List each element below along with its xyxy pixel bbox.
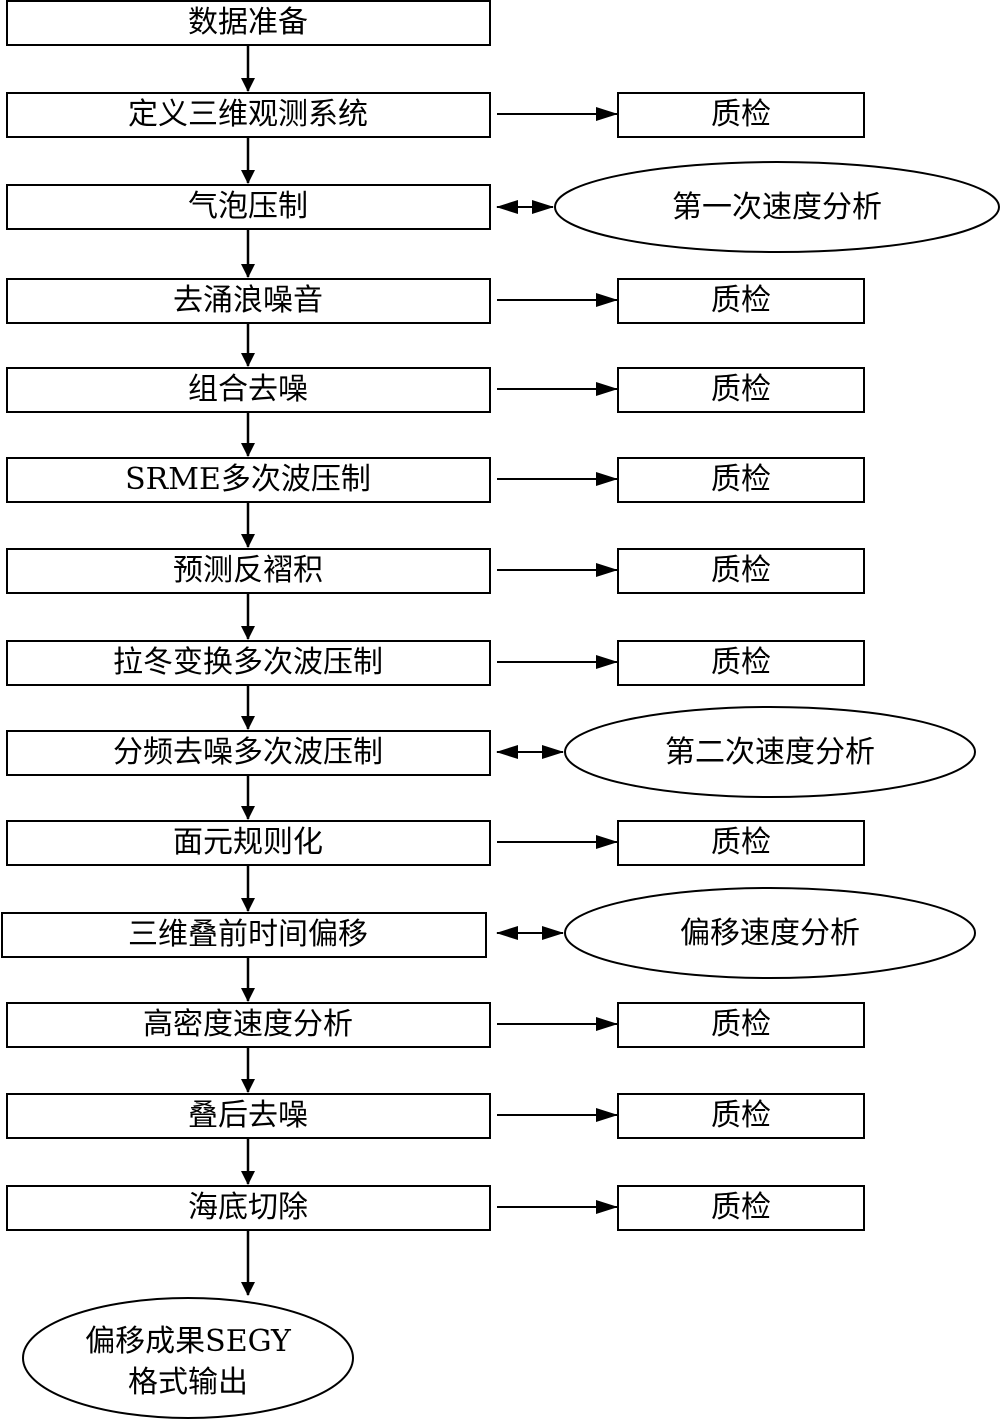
velocity-label: 偏移速度分析	[680, 916, 860, 951]
step-3: 气泡压制	[6, 184, 491, 230]
output-node: 偏移成果SEGY 格式输出	[22, 1297, 354, 1419]
qc-node: 质检	[617, 92, 865, 138]
qc-node: 质检	[617, 640, 865, 686]
qc-box	[617, 1185, 865, 1231]
step-1: 数据准备	[6, 0, 491, 46]
qc-box	[617, 1093, 865, 1139]
qc-node: 质检	[617, 820, 865, 866]
qc-box	[617, 548, 865, 594]
qc-label: 质检	[711, 1007, 771, 1042]
qc-node: 质检	[617, 367, 865, 413]
step-11: 三维叠前时间偏移	[1, 912, 487, 958]
step-box	[6, 457, 491, 503]
step-13: 叠后去噪	[6, 1093, 491, 1139]
step-8: 拉冬变换多次波压制	[6, 640, 491, 686]
step-box	[6, 820, 491, 866]
velocity-analysis-node: 偏移速度分析	[564, 887, 976, 979]
step-box	[6, 278, 491, 324]
qc-label: 质检	[711, 1098, 771, 1133]
qc-node: 质检	[617, 1093, 865, 1139]
step-label: 数据准备	[188, 5, 308, 40]
step-label: 拉冬变换多次波压制	[113, 645, 383, 680]
step-label: SRME多次波压制	[125, 462, 371, 497]
output-label-line1: 偏移成果SEGY	[85, 1324, 292, 1359]
step-box	[6, 92, 491, 138]
qc-label: 质检	[711, 645, 771, 680]
step-box	[6, 1093, 491, 1139]
qc-label: 质检	[711, 553, 771, 588]
velocity-ellipse	[564, 706, 976, 798]
step-label: 海底切除	[188, 1190, 308, 1225]
qc-box	[617, 457, 865, 503]
qc-box	[617, 640, 865, 686]
connectors	[241, 45, 618, 1296]
qc-box	[617, 367, 865, 413]
velocity-label: 第二次速度分析	[665, 735, 875, 770]
step-box	[6, 0, 491, 46]
step-box	[6, 1185, 491, 1231]
qc-box	[617, 278, 865, 324]
step-12: 高密度速度分析	[6, 1002, 491, 1048]
output-label-line2: 格式输出	[128, 1365, 248, 1400]
velocity-ellipse	[564, 887, 976, 979]
step-label: 组合去噪	[188, 372, 308, 407]
output-ellipse	[22, 1297, 354, 1419]
qc-box	[617, 820, 865, 866]
step-label: 分频去噪多次波压制	[113, 735, 383, 770]
qc-label: 质检	[711, 283, 771, 318]
step-label: 定义三维观测系统	[128, 97, 368, 132]
step-10: 面元规则化	[6, 820, 491, 866]
step-5: 组合去噪	[6, 367, 491, 413]
step-2: 定义三维观测系统	[6, 92, 491, 138]
step-9: 分频去噪多次波压制	[6, 730, 491, 776]
step-14: 海底切除	[6, 1185, 491, 1231]
velocity-ellipse	[554, 161, 1000, 253]
qc-label: 质检	[711, 97, 771, 132]
step-label: 去涌浪噪音	[173, 283, 323, 318]
qc-node: 质检	[617, 457, 865, 503]
qc-label: 质检	[711, 462, 771, 497]
step-label: 气泡压制	[188, 189, 308, 224]
velocity-analysis-node: 第二次速度分析	[564, 706, 976, 798]
qc-label: 质检	[711, 372, 771, 407]
step-label: 预测反褶积	[173, 553, 323, 588]
qc-node: 质检	[617, 548, 865, 594]
qc-node: 质检	[617, 1002, 865, 1048]
qc-node: 质检	[617, 278, 865, 324]
qc-label: 质检	[711, 1190, 771, 1225]
step-label: 面元规则化	[173, 825, 323, 860]
qc-box	[617, 92, 865, 138]
qc-label: 质检	[711, 825, 771, 860]
step-label: 高密度速度分析	[143, 1007, 353, 1042]
step-4: 去涌浪噪音	[6, 278, 491, 324]
qc-node: 质检	[617, 1185, 865, 1231]
step-box	[6, 548, 491, 594]
step-label: 三维叠前时间偏移	[128, 917, 368, 952]
step-7: 预测反褶积	[6, 548, 491, 594]
qc-box	[617, 1002, 865, 1048]
step-box	[6, 640, 491, 686]
step-label: 叠后去噪	[188, 1098, 308, 1133]
step-box	[6, 184, 491, 230]
velocity-label: 第一次速度分析	[672, 190, 882, 225]
step-box	[1, 912, 487, 958]
step-box	[6, 367, 491, 413]
step-6: SRME多次波压制	[6, 457, 491, 503]
step-box	[6, 730, 491, 776]
step-box	[6, 1002, 491, 1048]
velocity-analysis-node: 第一次速度分析	[554, 161, 1000, 253]
